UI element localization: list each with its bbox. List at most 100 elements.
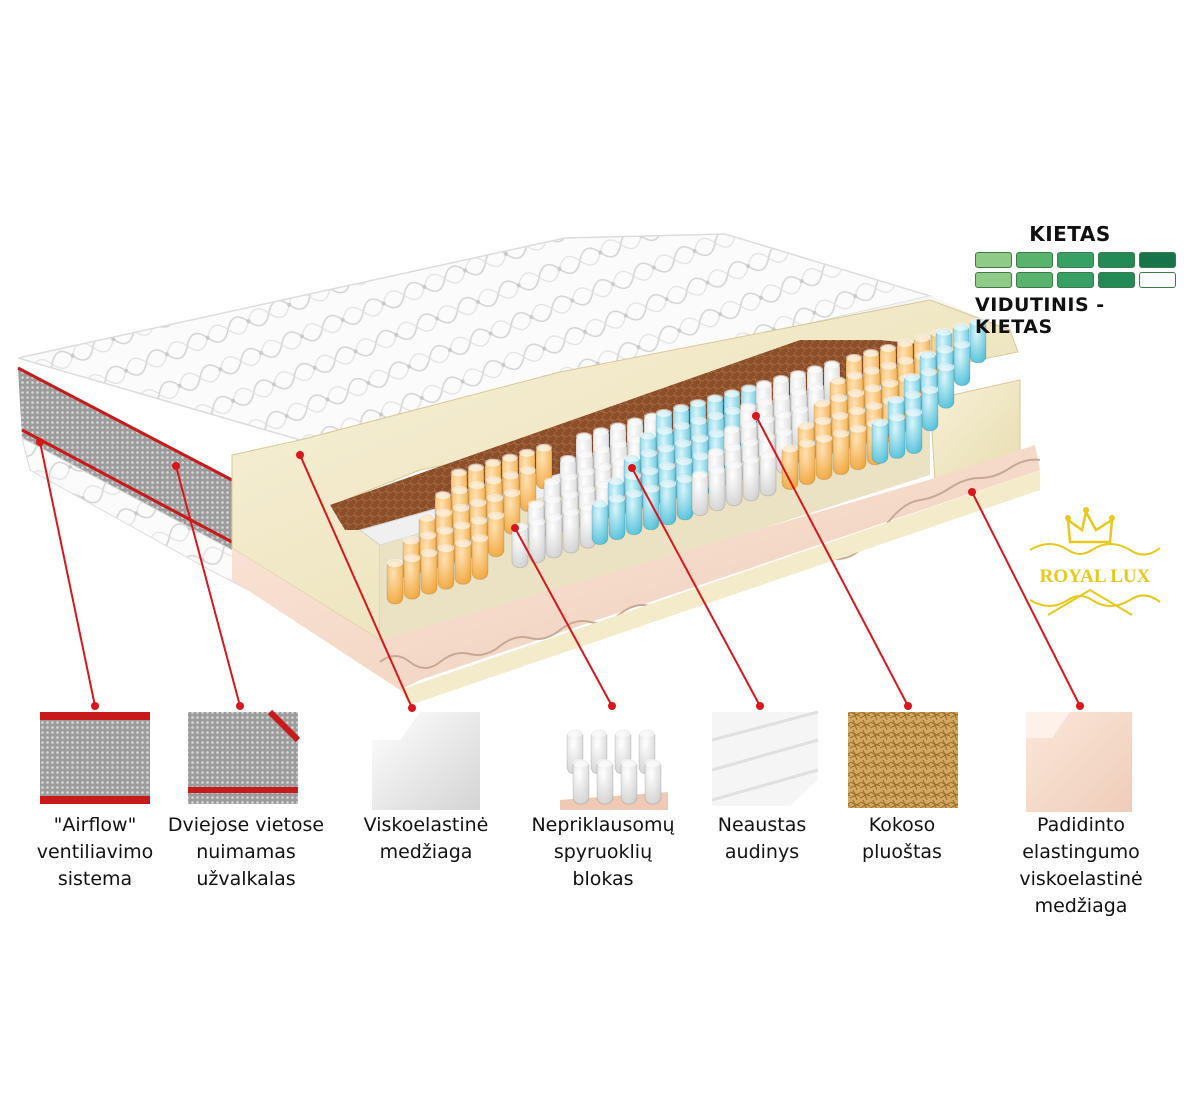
thumb-coconut [848,712,958,808]
pocket-spring [969,317,987,364]
pocket-spring [888,413,906,459]
pocket-spring [725,460,743,507]
quilted-top-cover [17,233,933,441]
brand-name: ROYAL LUX [1040,566,1151,587]
label-coconut: Kokoso pluoštas [862,814,942,863]
pocket-spring [471,534,489,580]
firmness-top-segment [1139,252,1176,268]
callout-dot [608,702,616,710]
pocket-spring [832,429,850,476]
pocket-spring [759,450,777,497]
pocket-spring [454,539,472,585]
firmness-bottom-segment [1098,272,1135,288]
firmness-scale-top [975,252,1185,268]
pocket-spring [625,489,643,536]
callout-dot [172,462,180,470]
pocket-spring [545,512,563,559]
callout-dot [408,704,416,712]
pocket-spring [937,363,955,409]
pocket-spring [781,444,799,490]
pocket-spring [871,418,889,464]
thumb-nonwoven [711,710,819,806]
callout-line [39,441,96,707]
high-elastic-base [232,445,1040,690]
firmness-top-segment [1057,252,1094,268]
pocket-spring [644,759,662,805]
label-airflow: "Airflow" ventiliavimo sistema [36,814,154,890]
pocket-spring [608,494,626,541]
pocket-spring [511,522,529,569]
pocket-spring [798,439,816,486]
pocket-spring [596,759,614,805]
pocket-spring [503,489,521,535]
callout-dot [296,451,304,459]
firmness-top-label: KIETAS [1029,222,1111,246]
callout-line [299,454,413,709]
callout-line [755,415,909,707]
pocket-spring [742,455,760,502]
pocket-spring [676,474,694,521]
pocket-spring [849,424,867,471]
firmness-bottom-segment [975,272,1012,288]
callout-dot [236,702,244,710]
pocket-spring [691,470,709,517]
layer-labels: "Airflow" ventiliavimo sistema Dviejose … [0,812,1200,917]
layer-thumbnails [40,709,1132,812]
pocket-spring [708,465,726,512]
pocket-spring [386,559,404,605]
firmness-bottom-segment [1057,272,1094,288]
pocket-spring [437,544,455,590]
label-springs: Nepriklausomų spyruoklių blokas [531,814,675,890]
thumb-cover [188,709,301,804]
pocket-spring [905,408,923,454]
pocket-spring [591,499,609,546]
thumb-springs [560,712,668,810]
callout-line [971,491,1081,707]
callout-line [514,527,613,707]
pocket-spring-block [386,317,987,605]
pocket-spring [519,466,537,512]
callout-line [631,467,761,707]
firmness-bottom-segment [1139,272,1176,288]
firmness-indicator: KIETAS VIDUTINIS - KIETAS [975,222,1185,338]
thumb-hr-foam [1026,712,1132,812]
airflow-mesh-side [18,368,232,550]
pocket-spring [528,517,546,564]
pocket-spring [921,385,939,432]
pocket-spring [620,759,638,805]
pocket-spring [403,554,421,600]
callout-dot [904,702,912,710]
pocket-spring [815,434,833,481]
firmness-scale-bottom [975,272,1185,288]
callout-line [175,465,241,707]
thumb-airflow [40,712,150,804]
crown-icon [1066,508,1114,544]
label-cover: Dviejose vietose nuimamas užvalkalas [167,814,325,890]
firmness-top-segment [975,252,1012,268]
callout-dot [1076,702,1084,710]
label-nonwoven: Neaustas audinys [717,814,807,863]
firmness-bottom-segment [1016,272,1053,288]
thumb-memory-foam [372,712,480,810]
pocket-spring [659,479,677,526]
pocket-spring [420,549,438,595]
royal-lux-logo: ROYAL LUX [1029,507,1161,616]
callout-dot [36,438,44,446]
firmness-bottom-label: VIDUTINIS - KIETAS [975,294,1105,338]
firmness-top-segment [1098,252,1135,268]
label-hr-foam: Padidinto elastingumo viskoelastinė medž… [1019,814,1143,917]
callout-dot [756,702,764,710]
callout-dot [628,464,636,472]
pocket-spring [562,507,580,554]
pocket-spring [953,340,971,387]
firmness-top-segment [1016,252,1053,268]
pocket-spring [487,511,505,558]
callout-dot [968,488,976,496]
pocket-spring [572,759,590,805]
callout-dot [752,412,760,420]
callout-lines [36,412,1084,712]
callout-dot [91,702,99,710]
callout-dot [511,524,519,532]
label-memory-foam: Viskoelastinė medžiaga [363,814,489,863]
